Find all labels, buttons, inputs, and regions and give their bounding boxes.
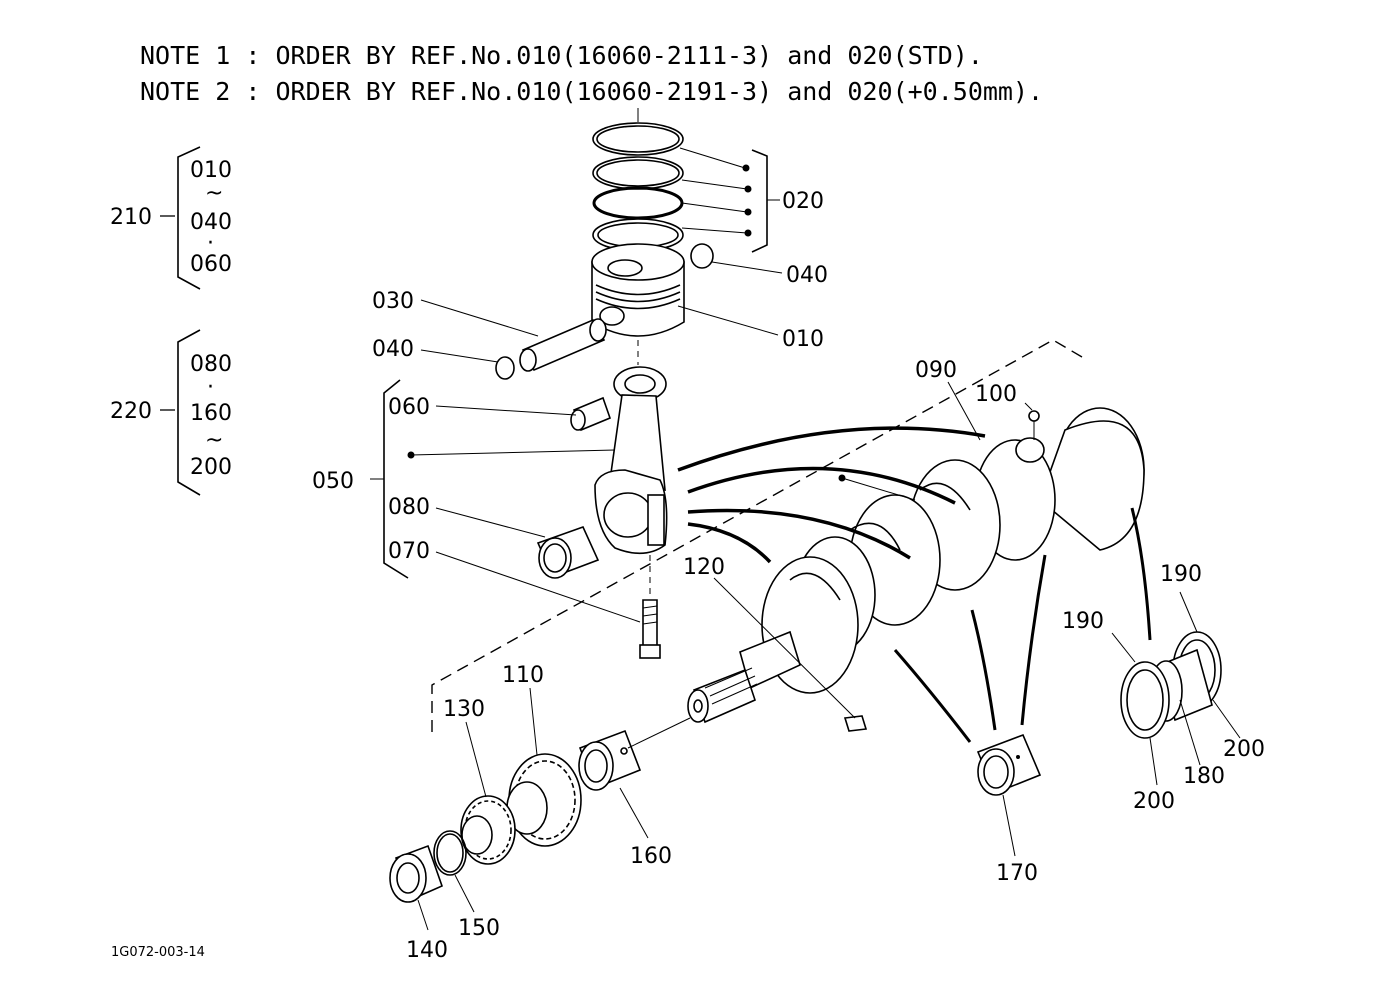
group-220: 220 080 · 160 ~ 200 (110, 329, 232, 496)
main-bearing-170: 170 (976, 733, 1042, 886)
piston-pin: 030 (372, 289, 607, 372)
callout-010: 010 (782, 327, 824, 352)
group-220-item: 200 (190, 455, 232, 480)
callout-040-upper: 040 (786, 263, 828, 288)
connecting-rod: 050 060 080 070 (312, 366, 668, 659)
group-220-item: 160 (190, 401, 232, 426)
collar-140: 140 (389, 844, 448, 963)
group-220-sep: ~ (205, 428, 223, 453)
group-210-item: 040 (190, 210, 232, 235)
o-ring-150: 150 (433, 830, 500, 941)
circlip-lower: 040 (372, 337, 515, 380)
group-220-item: 080 (190, 352, 232, 377)
crankshaft: 090 120 100 (683, 358, 1145, 732)
callout-200-right: 200 (1223, 737, 1265, 762)
callout-190-lower: 190 (1062, 609, 1104, 634)
callout-180: 180 (1183, 764, 1225, 789)
crank-gear-110: 110 (502, 663, 582, 847)
callout-150: 150 (458, 916, 500, 941)
group-210: 210 010 ~ 040 · 060 (110, 146, 232, 290)
callout-070: 070 (388, 539, 430, 564)
assembly-boundary (431, 339, 1083, 735)
group-210-sep: ~ (205, 181, 223, 206)
note-2: NOTE 2 : ORDER BY REF.No.010(16060-2191-… (140, 77, 1043, 106)
group-220-ref: 220 (110, 399, 152, 424)
callout-050: 050 (312, 469, 354, 494)
callout-120: 120 (683, 555, 725, 580)
group-220-sep: · (207, 375, 214, 400)
callout-170: 170 (996, 861, 1038, 886)
callout-130: 130 (443, 697, 485, 722)
callout-030: 030 (372, 289, 414, 314)
drawing-code: 1G072-003-14 (111, 945, 205, 960)
group-210-item: 060 (190, 252, 232, 277)
group-210-item: 010 (190, 158, 232, 183)
callout-190-upper: 190 (1160, 562, 1202, 587)
callout-020: 020 (782, 189, 824, 214)
circlip-upper: 040 (690, 243, 828, 288)
callout-060: 060 (388, 395, 430, 420)
callout-100: 100 (975, 382, 1017, 407)
gear-130: 130 (443, 697, 516, 865)
group-210-sep: · (207, 231, 214, 256)
callout-110: 110 (502, 663, 544, 688)
callout-080: 080 (388, 495, 430, 520)
assembly-arrows (677, 426, 1152, 743)
callout-040-lower: 040 (372, 337, 414, 362)
front-bearing-160: 160 (578, 717, 691, 869)
callout-160: 160 (630, 844, 672, 869)
piston-rings: 020 (592, 108, 824, 253)
note-1: NOTE 1 : ORDER BY REF.No.010(16060-2111-… (140, 41, 983, 70)
group-210-ref: 210 (110, 205, 152, 230)
rear-bearing-assembly: 190 190 200 180 200 (1062, 562, 1265, 814)
callout-140: 140 (406, 938, 448, 963)
callout-090: 090 (915, 358, 957, 383)
callout-200-left: 200 (1133, 789, 1175, 814)
